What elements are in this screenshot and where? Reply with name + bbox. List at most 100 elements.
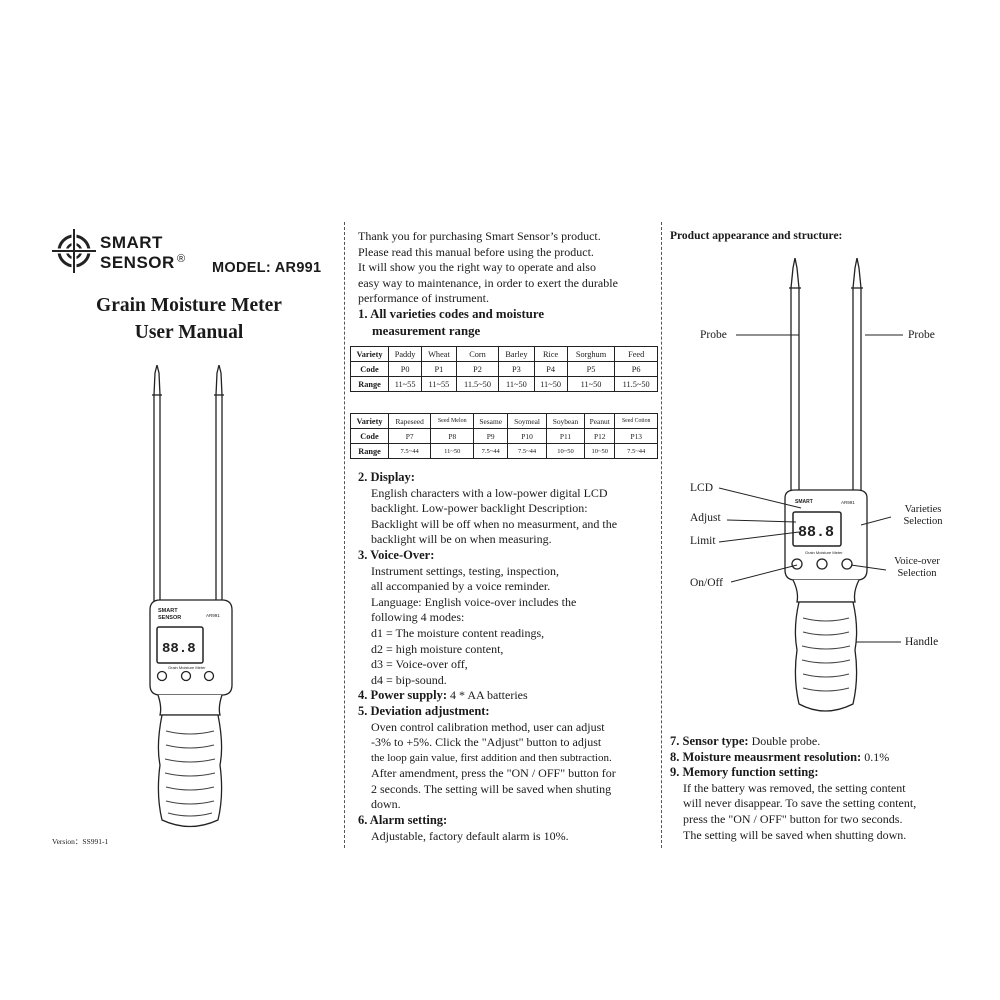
variety-table-2: Variety Rapeseed Seed Melon Sesame Soyme… <box>350 413 658 459</box>
table-cell: 7.5~44 <box>387 443 432 459</box>
brand-name-line1: SMART <box>100 233 163 252</box>
intro-line: Thank you for purchasing Smart Sensor’s … <box>358 229 601 243</box>
row-header: Code <box>350 361 389 377</box>
sections-2-to-6: 2. Display: English characters with a lo… <box>358 470 658 844</box>
table-cell: 7.5~44 <box>614 443 658 459</box>
label-varieties-line1: Varieties <box>904 504 942 515</box>
model-number: MODEL: AR991 <box>212 260 322 276</box>
intro-line: Please read this manual before using the… <box>358 244 594 259</box>
section3-line: Instrument settings, testing, inspection… <box>371 563 559 578</box>
table-cell: 11.5~50 <box>614 376 658 392</box>
section1-heading: 1. All varieties codes and moisture meas… <box>358 306 544 340</box>
table-cell: P12 <box>584 428 616 444</box>
device-panel-label: Grain Moisture Meter <box>168 665 206 670</box>
section3-line: d2 = high moisture content, <box>371 641 504 656</box>
device-panel-label-large: Grain Moisture Meter <box>805 550 843 555</box>
table-cell: P3 <box>498 361 535 377</box>
section6-heading: 6. Alarm setting: <box>358 813 448 828</box>
device-brand-line2: SENSOR <box>158 615 181 621</box>
section6-line: Adjustable, factory default alarm is 10%… <box>371 828 569 843</box>
crosshair-logo-icon <box>52 229 96 273</box>
device-model-large: AR991 <box>841 500 855 505</box>
table-cell: Sesame <box>473 413 509 429</box>
section4-text: 4 * AA batteries <box>447 688 528 703</box>
device-lcd-digits: 88.8 <box>162 641 196 657</box>
section5-line: down. <box>371 797 401 812</box>
manual-title-line2: User Manual <box>134 322 244 343</box>
label-voice-line2: Selection <box>897 568 937 579</box>
section9-line: The setting will be saved when shutting … <box>683 827 907 842</box>
table-cell: P1 <box>421 361 457 377</box>
section8-heading: 8. Moisture meausrment resolution: <box>670 749 862 764</box>
section3-heading: 3. Voice-Over: <box>358 547 435 562</box>
section7-heading: 7. Sensor type: <box>670 734 749 748</box>
section4-heading: 4. Power supply: <box>358 688 448 703</box>
probe-left-large <box>790 258 800 499</box>
row-header: Range <box>350 443 389 459</box>
table-cell: 11~50 <box>498 376 535 392</box>
label-voice-line1: Voice-over <box>894 556 940 567</box>
column-divider-right <box>661 222 662 848</box>
table-cell: Feed <box>614 346 658 362</box>
section8: 8. Moisture meausrment resolution: 0.1% <box>670 750 970 766</box>
table-cell: P8 <box>430 428 475 444</box>
intro-line: performance of instrument. <box>358 291 489 306</box>
table-row: Code P0 P1 P2 P3 P4 P5 P6 <box>350 361 658 377</box>
device-brand-large: SMART <box>795 499 813 505</box>
sections-7-to-9: 7. Sensor type: Double probe. 8. Moistur… <box>670 734 970 843</box>
table-row: Variety Rapeseed Seed Melon Sesame Soyme… <box>350 413 658 429</box>
section4: 4. Power supply: 4 * AA batteries <box>358 688 658 704</box>
label-varieties-selection: Varieties Selection <box>890 504 956 528</box>
label-handle: Handle <box>905 636 939 648</box>
section9-heading: 9. Memory function setting: <box>670 765 819 780</box>
column-divider-left <box>344 222 345 848</box>
table-cell: Corn <box>455 346 500 362</box>
table-cell: 11~50 <box>566 376 616 392</box>
table-cell: Rice <box>533 346 568 362</box>
section3-line: Language: English voice-over includes th… <box>371 594 577 609</box>
section7-text: Double probe. <box>748 734 821 748</box>
row-header: Range <box>350 376 389 392</box>
variety-table-1: Variety Paddy Wheat Corn Barley Rice Sor… <box>350 346 658 392</box>
table-row: Range 7.5~44 11~50 7.5~44 7.5~44 10~50 1… <box>350 443 658 459</box>
table-cell: P10 <box>507 428 547 444</box>
label-varieties-line2: Selection <box>903 516 943 527</box>
table-cell: Peanut <box>584 413 616 429</box>
label-limit: Limit <box>690 535 716 547</box>
device-model: AR991 <box>206 613 220 618</box>
section2-line: Backlight will be off when no measurment… <box>371 516 618 531</box>
table-cell: 10~50 <box>584 443 616 459</box>
device-illustration-small: SMART SENSOR AR991 88.8 Grain Moisture M… <box>149 365 233 828</box>
table-cell: P9 <box>473 428 509 444</box>
registered-mark: ® <box>177 253 186 265</box>
intro-paragraph: Thank you for purchasing Smart Sensor’s … <box>358 229 658 307</box>
callout-lines <box>718 334 903 643</box>
label-lcd: LCD <box>690 482 713 494</box>
table-row: Code P7 P8 P9 P10 P11 P12 P13 <box>350 428 658 444</box>
device-lcd-digits-large: 88.8 <box>798 524 834 541</box>
table-cell: Barley <box>498 346 535 362</box>
probe-right-small <box>215 365 223 611</box>
section2-heading: 2. Display: <box>358 470 415 484</box>
table-cell: Seed Melon <box>430 413 475 429</box>
section3-line: d1 = The moisture content readings, <box>371 625 545 640</box>
table-cell: P6 <box>614 361 658 377</box>
table-cell: 7.5~44 <box>507 443 547 459</box>
section2-line: backlight will be on when measuring. <box>371 532 552 547</box>
section5-line: 2 seconds. The setting will be saved whe… <box>371 781 612 796</box>
version-label: Version：SS991-1 <box>52 837 109 846</box>
section2-line: backlight. Low-power backlight Descripti… <box>371 501 588 516</box>
section9-line: If the battery was removed, the setting … <box>683 780 906 795</box>
probe-left-small <box>153 365 161 611</box>
section5-heading: 5. Deviation adjustment: <box>358 703 490 718</box>
table-cell: P5 <box>566 361 616 377</box>
table-cell: Wheat <box>421 346 457 362</box>
section7: 7. Sensor type: Double probe. <box>670 734 970 750</box>
section1-heading-line1: 1. All varieties codes and moisture <box>358 307 545 321</box>
section5-line: the loop gain value, first addition and … <box>371 751 612 764</box>
label-probe-right: Probe <box>908 329 935 341</box>
section9-line: will never disappear. To save the settin… <box>683 796 917 811</box>
table-cell: 7.5~44 <box>473 443 509 459</box>
table-cell: Rapeseed <box>387 413 432 429</box>
section3-line: d4 = bip-sound. <box>371 672 447 687</box>
